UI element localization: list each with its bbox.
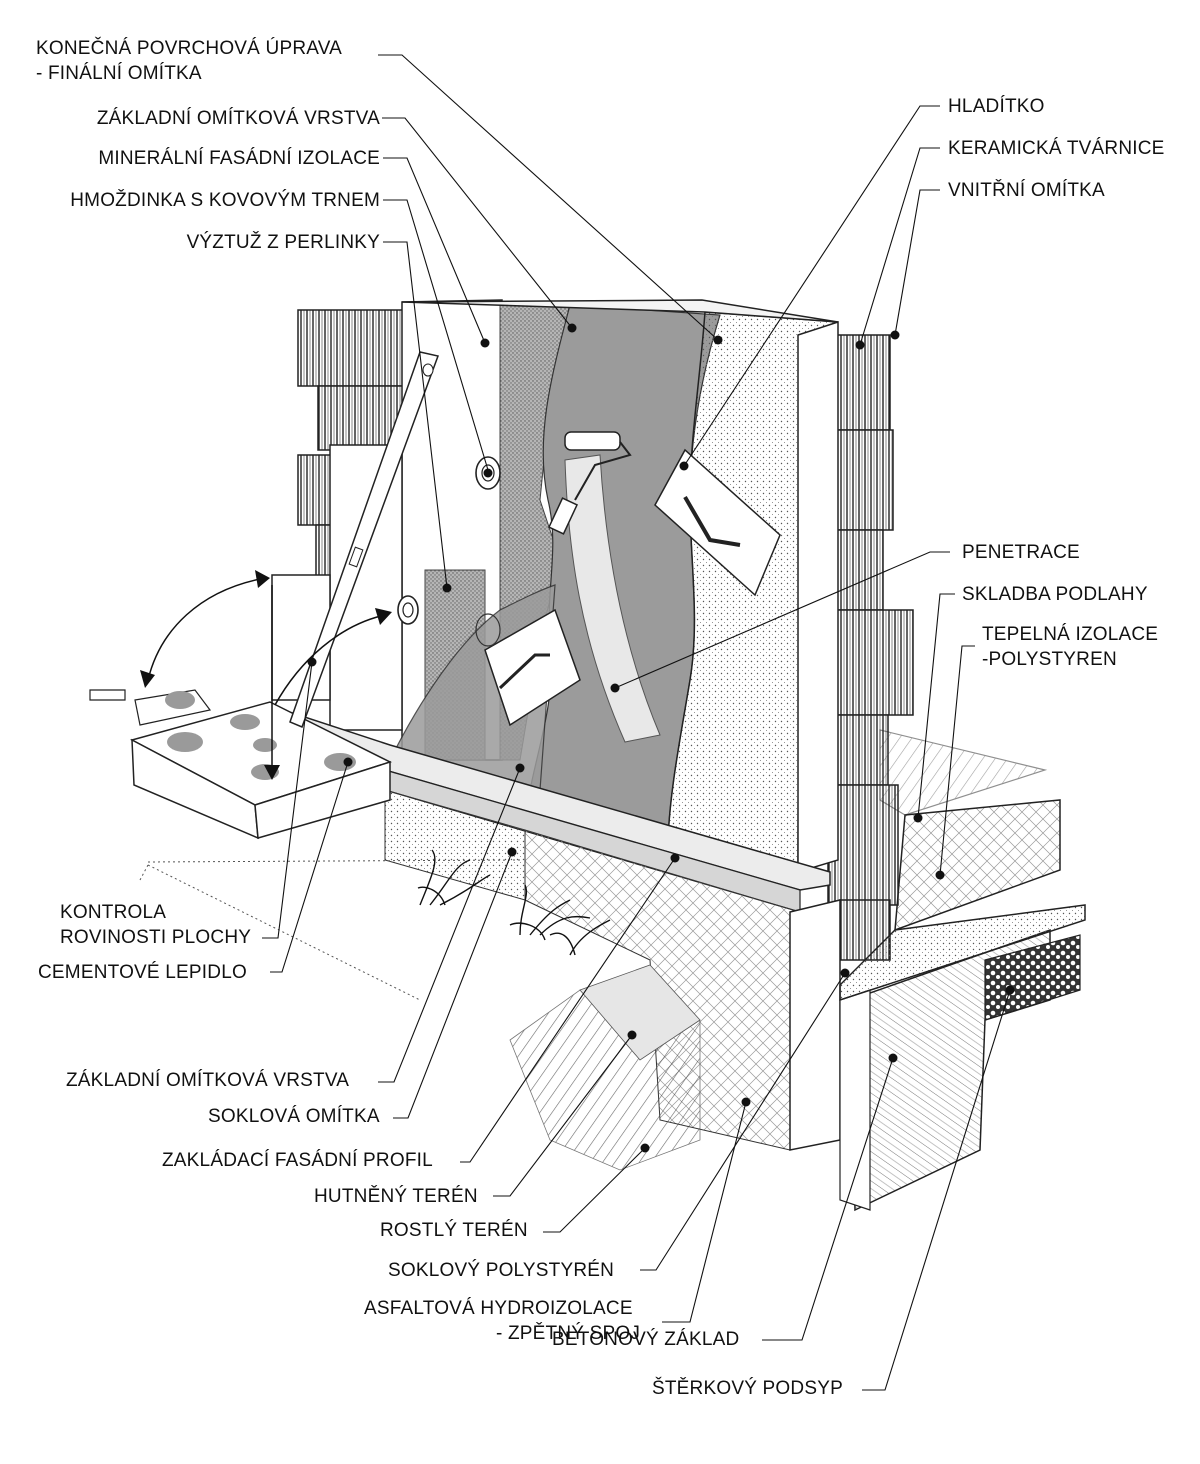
label-mineral-insulation: MINERÁLNÍ FASÁDNÍ IZOLACE xyxy=(98,148,380,169)
label-base-coat-top: ZÁKLADNÍ OMÍTKOVÁ VRSTVA xyxy=(96,108,380,129)
label-waterproofing: ASFALTOVÁ HYDROIZOLACE - ZPĚTNÝ SPOJ xyxy=(364,1296,640,1346)
label-base-profile: ZAKLÁDACÍ FASÁDNÍ PROFIL xyxy=(162,1150,433,1171)
label-final-render-line1: KONEČNÁ POVRCHOVÁ ÚPRAVA xyxy=(36,38,343,59)
grass xyxy=(417,849,611,956)
label-trowel: HLADÍTKO xyxy=(948,96,1045,117)
label-final-render-line2: - FINÁLNÍ OMÍTKA xyxy=(36,63,202,84)
leveling-bar xyxy=(289,351,439,728)
terrain xyxy=(139,859,701,1171)
label-sockel-polystyrene: SOKLOVÝ POLYSTYRÉN xyxy=(388,1260,615,1281)
label-flatness-check-line2: ROVINOSTI PLOCHY xyxy=(60,927,252,948)
label-mesh: VÝZTUŽ Z PERLINKY xyxy=(186,232,380,253)
label-final-render: KONEČNÁ POVRCHOVÁ ÚPRAVA - FINÁLNÍ OMÍTK… xyxy=(36,36,342,86)
label-thermal-insulation-line2: -POLYSTYREN xyxy=(982,649,1117,670)
label-interior-plaster: VNITŘNÍ OMÍTKA xyxy=(948,180,1105,201)
trowel-on-mesh xyxy=(484,608,581,727)
label-ceramic-block: KERAMICKÁ TVÁRNICE xyxy=(948,138,1165,159)
label-flatness-check-line1: KONTROLA xyxy=(60,902,167,923)
label-gravel-base: ŠTĚRKOVÝ PODSYP xyxy=(652,1378,843,1399)
label-base-coat-bottom: ZÁKLADNÍ OMÍTKOVÁ VRSTVA xyxy=(66,1070,350,1091)
label-cement-adhesive: CEMENTOVÉ LEPIDLO xyxy=(38,962,247,983)
adhesive-box xyxy=(129,701,392,840)
label-thermal-insulation: TEPELNÁ IZOLACE -POLYSTYREN xyxy=(982,622,1158,672)
floor-buildup xyxy=(839,729,1086,1021)
leader-lines xyxy=(262,54,1011,1391)
label-sockel-plaster: SOKLOVÁ OMÍTKA xyxy=(208,1106,380,1127)
trowel-float xyxy=(654,448,781,597)
label-dowel: HMOŽDINKA S KOVOVÝM TRNEM xyxy=(70,190,380,211)
label-native-ground: ROSTLÝ TERÉN xyxy=(380,1220,528,1241)
label-waterproofing-line1: ASFALTOVÁ HYDROIZOLACE xyxy=(364,1298,633,1319)
motion-arrows xyxy=(140,570,392,780)
label-flatness-check: KONTROLA ROVINOSTI PLOCHY xyxy=(60,900,251,950)
notched-trowel xyxy=(89,689,212,726)
label-primer: PENETRACE xyxy=(962,542,1080,563)
label-compacted-ground: HUTNĚNÝ TERÉN xyxy=(314,1186,478,1207)
label-concrete-foundation: BETONOVÝ ZÁKLAD xyxy=(552,1329,740,1350)
label-thermal-insulation-line1: TEPELNÁ IZOLACE xyxy=(982,624,1159,645)
primer-stripe xyxy=(564,454,661,743)
label-floor-buildup: SKLADBA PODLAHY xyxy=(962,584,1148,605)
leader-dots xyxy=(307,323,1015,1153)
paint-roller xyxy=(547,431,632,535)
label-waterproofing-line2: - ZPĚTNÝ SPOJ xyxy=(496,1323,641,1344)
